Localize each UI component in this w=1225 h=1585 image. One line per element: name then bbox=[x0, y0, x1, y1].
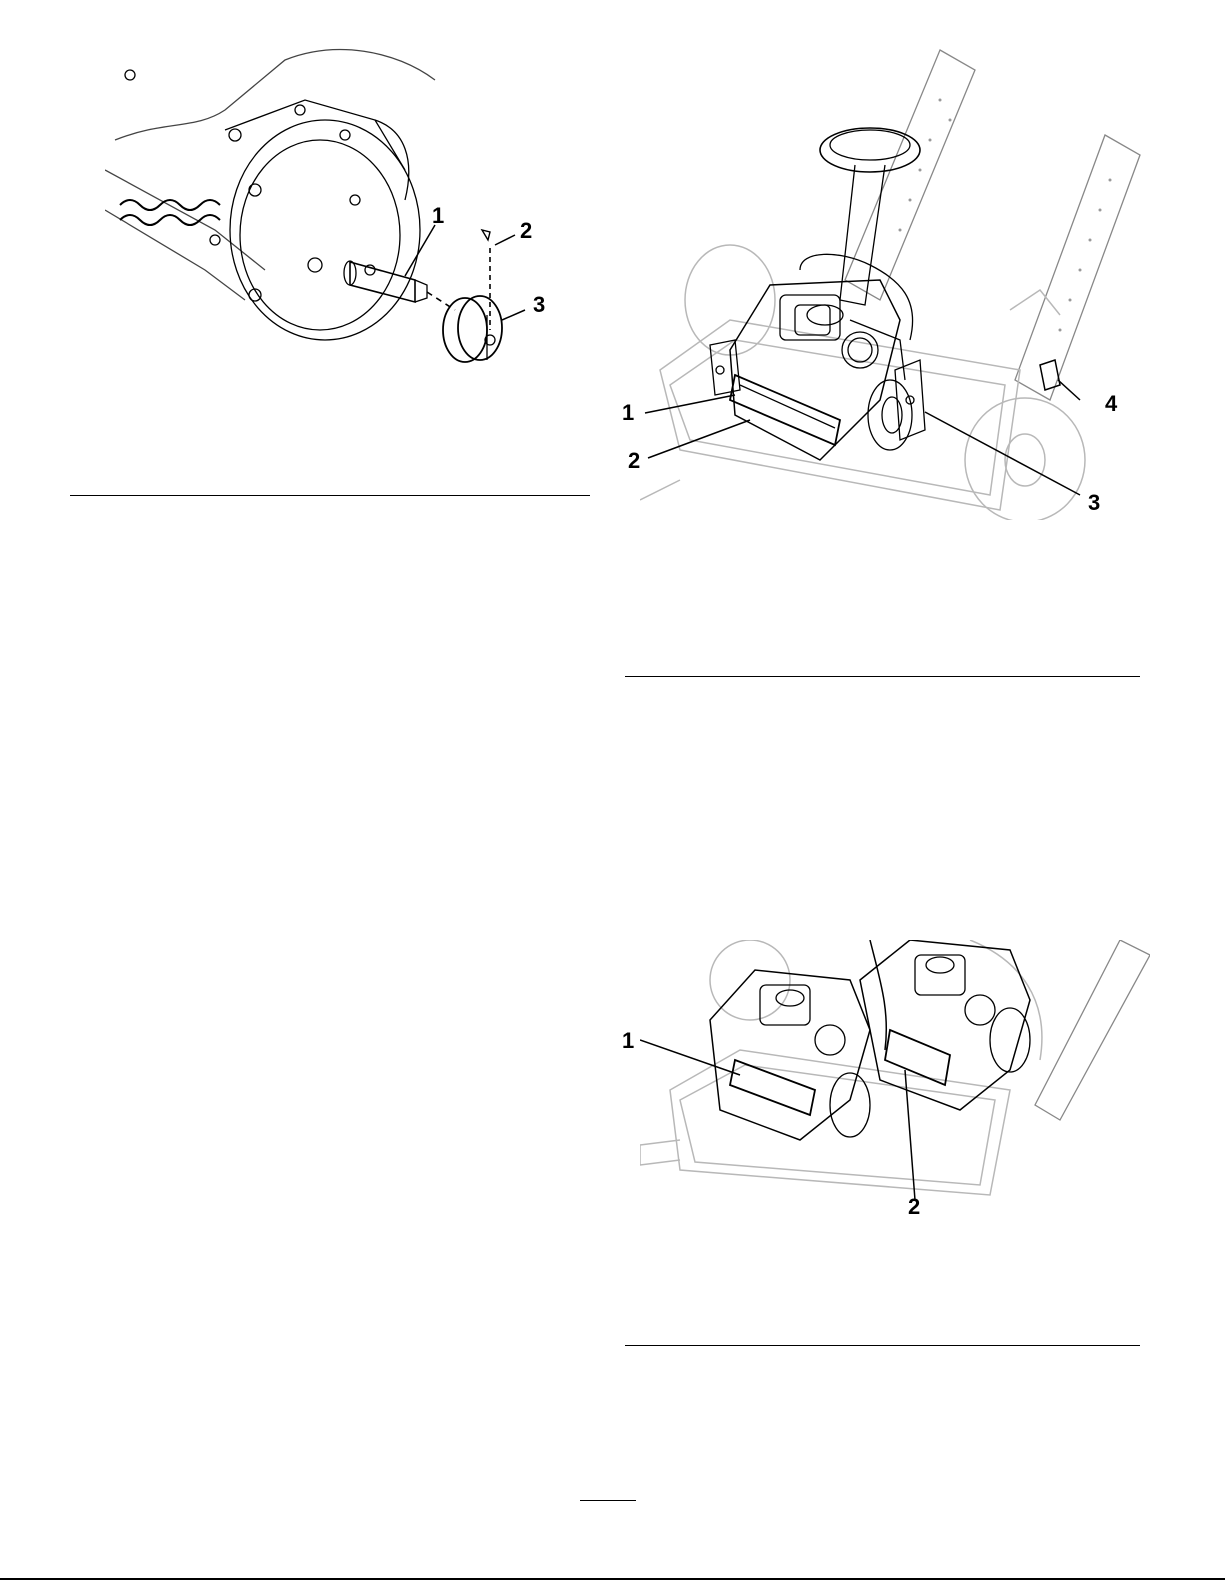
figure-reel-motor-cover bbox=[105, 40, 575, 370]
figure-divider bbox=[70, 495, 590, 496]
figure-trailer-unit bbox=[640, 40, 1160, 520]
callout-label: 2 bbox=[520, 220, 532, 242]
figure-two-units bbox=[640, 940, 1150, 1200]
callout-label: 2 bbox=[908, 1196, 920, 1218]
two-units-illustration bbox=[640, 940, 1150, 1200]
callout-label: 2 bbox=[628, 450, 640, 472]
callout-label: 4 bbox=[1105, 393, 1117, 415]
callout-label: 1 bbox=[432, 205, 444, 227]
reel-motor-illustration bbox=[105, 40, 575, 370]
callout-label: 1 bbox=[622, 1030, 634, 1052]
page-number-rule bbox=[580, 1500, 636, 1501]
callout-label: 1 bbox=[622, 402, 634, 424]
footer-rule bbox=[0, 1578, 1225, 1580]
trailer-illustration bbox=[640, 40, 1160, 520]
callout-label: 3 bbox=[533, 294, 545, 316]
figure-divider bbox=[625, 676, 1140, 677]
callout-label: 3 bbox=[1088, 492, 1100, 514]
figure-divider bbox=[625, 1345, 1140, 1346]
